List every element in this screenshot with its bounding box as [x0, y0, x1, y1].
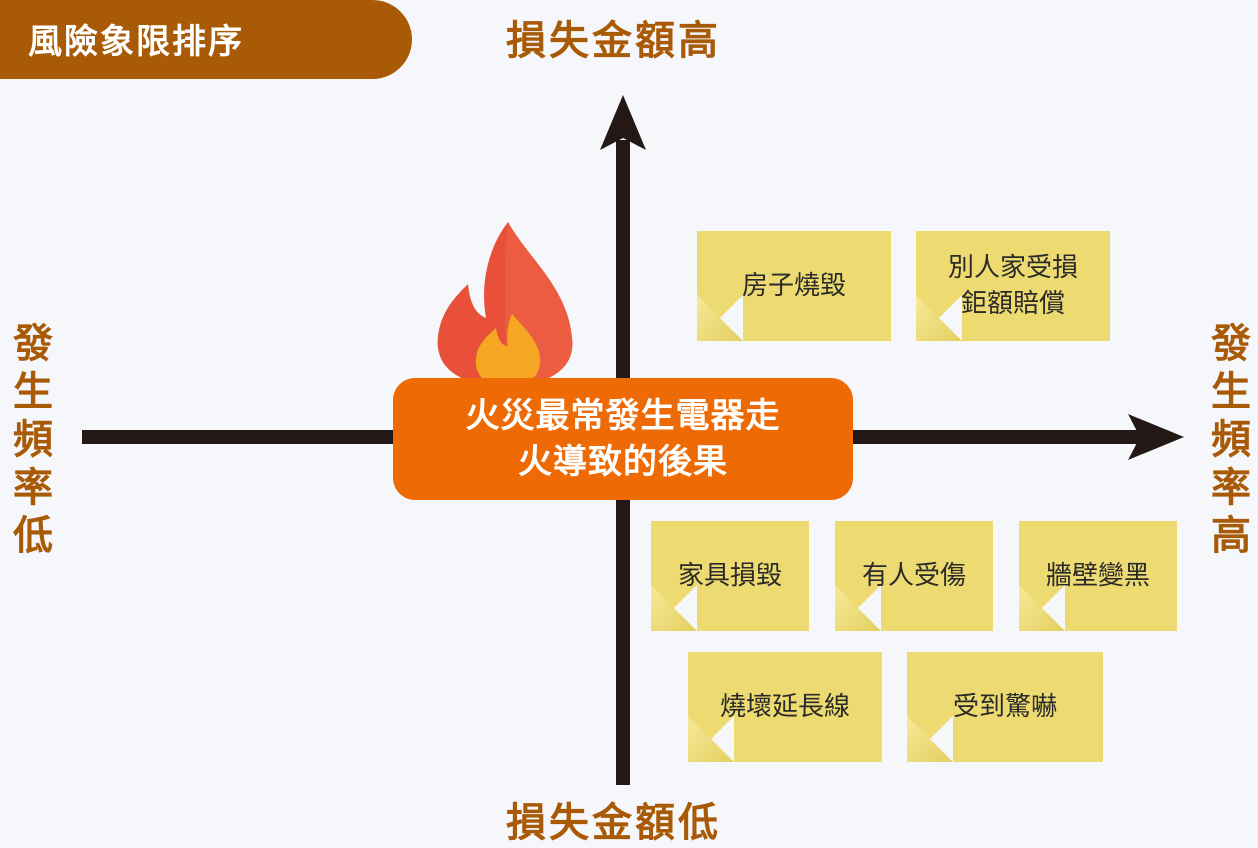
axis-label-right-char: 高 — [1211, 513, 1251, 559]
sticky-note-text: 別人家受損 — [947, 253, 1078, 283]
sticky-note-wall: 牆壁變黑 — [1019, 521, 1177, 631]
section-tag-label: 風險象限排序 — [28, 22, 244, 62]
axis-label-right-char: 生 — [1211, 369, 1251, 415]
center-callout: 火災最常發生電器走 火導致的後果 — [393, 378, 853, 500]
sticky-note-text: 房子燒毀 — [741, 271, 846, 301]
sticky-note-injury: 有人受傷 — [835, 521, 993, 631]
axis-label-left: 發 生 頻 率 低 — [8, 320, 58, 560]
axis-label-right: 發 生 頻 率 高 — [1206, 320, 1256, 560]
axis-label-left-char: 低 — [13, 513, 53, 559]
axis-label-right-char: 發 — [1211, 321, 1251, 367]
sticky-note-furniture: 家具損毀 — [651, 521, 809, 631]
section-tag: 風險象限排序 — [0, 0, 412, 79]
center-callout-line1: 火災最常發生電器走 — [465, 396, 781, 436]
horizontal-axis-arrowhead — [1128, 414, 1184, 460]
sticky-note-house: 房子燒毀 — [697, 231, 891, 341]
sticky-note-text: 家具損毀 — [677, 561, 782, 591]
sticky-note-text: 受到驚嚇 — [952, 692, 1057, 722]
axis-label-right-char: 頻 — [1211, 417, 1251, 463]
sticky-note-neighbor: 別人家受損 鉅額賠償 — [916, 231, 1110, 341]
vertical-axis-arrowhead — [600, 95, 646, 150]
axis-label-bottom: 損失金額低 — [506, 800, 721, 846]
axis-label-left-char: 發 — [13, 321, 53, 367]
axis-label-left-char: 頻 — [13, 417, 53, 463]
sticky-note-cord: 燒壞延長線 — [688, 652, 882, 762]
sticky-note-text: 鉅額賠償 — [960, 289, 1065, 319]
sticky-note-text: 牆壁變黑 — [1045, 561, 1150, 591]
fire-icon — [437, 222, 573, 386]
center-callout-line2: 火導致的後果 — [518, 442, 728, 482]
sticky-note-text: 燒壞延長線 — [719, 692, 850, 722]
sticky-note-scare: 受到驚嚇 — [907, 652, 1103, 762]
axis-label-left-char: 生 — [13, 369, 53, 415]
axis-label-right-char: 率 — [1211, 465, 1251, 511]
axis-label-left-char: 率 — [13, 465, 53, 511]
sticky-note-text: 有人受傷 — [861, 561, 966, 591]
axis-label-top: 損失金額高 — [506, 18, 721, 64]
